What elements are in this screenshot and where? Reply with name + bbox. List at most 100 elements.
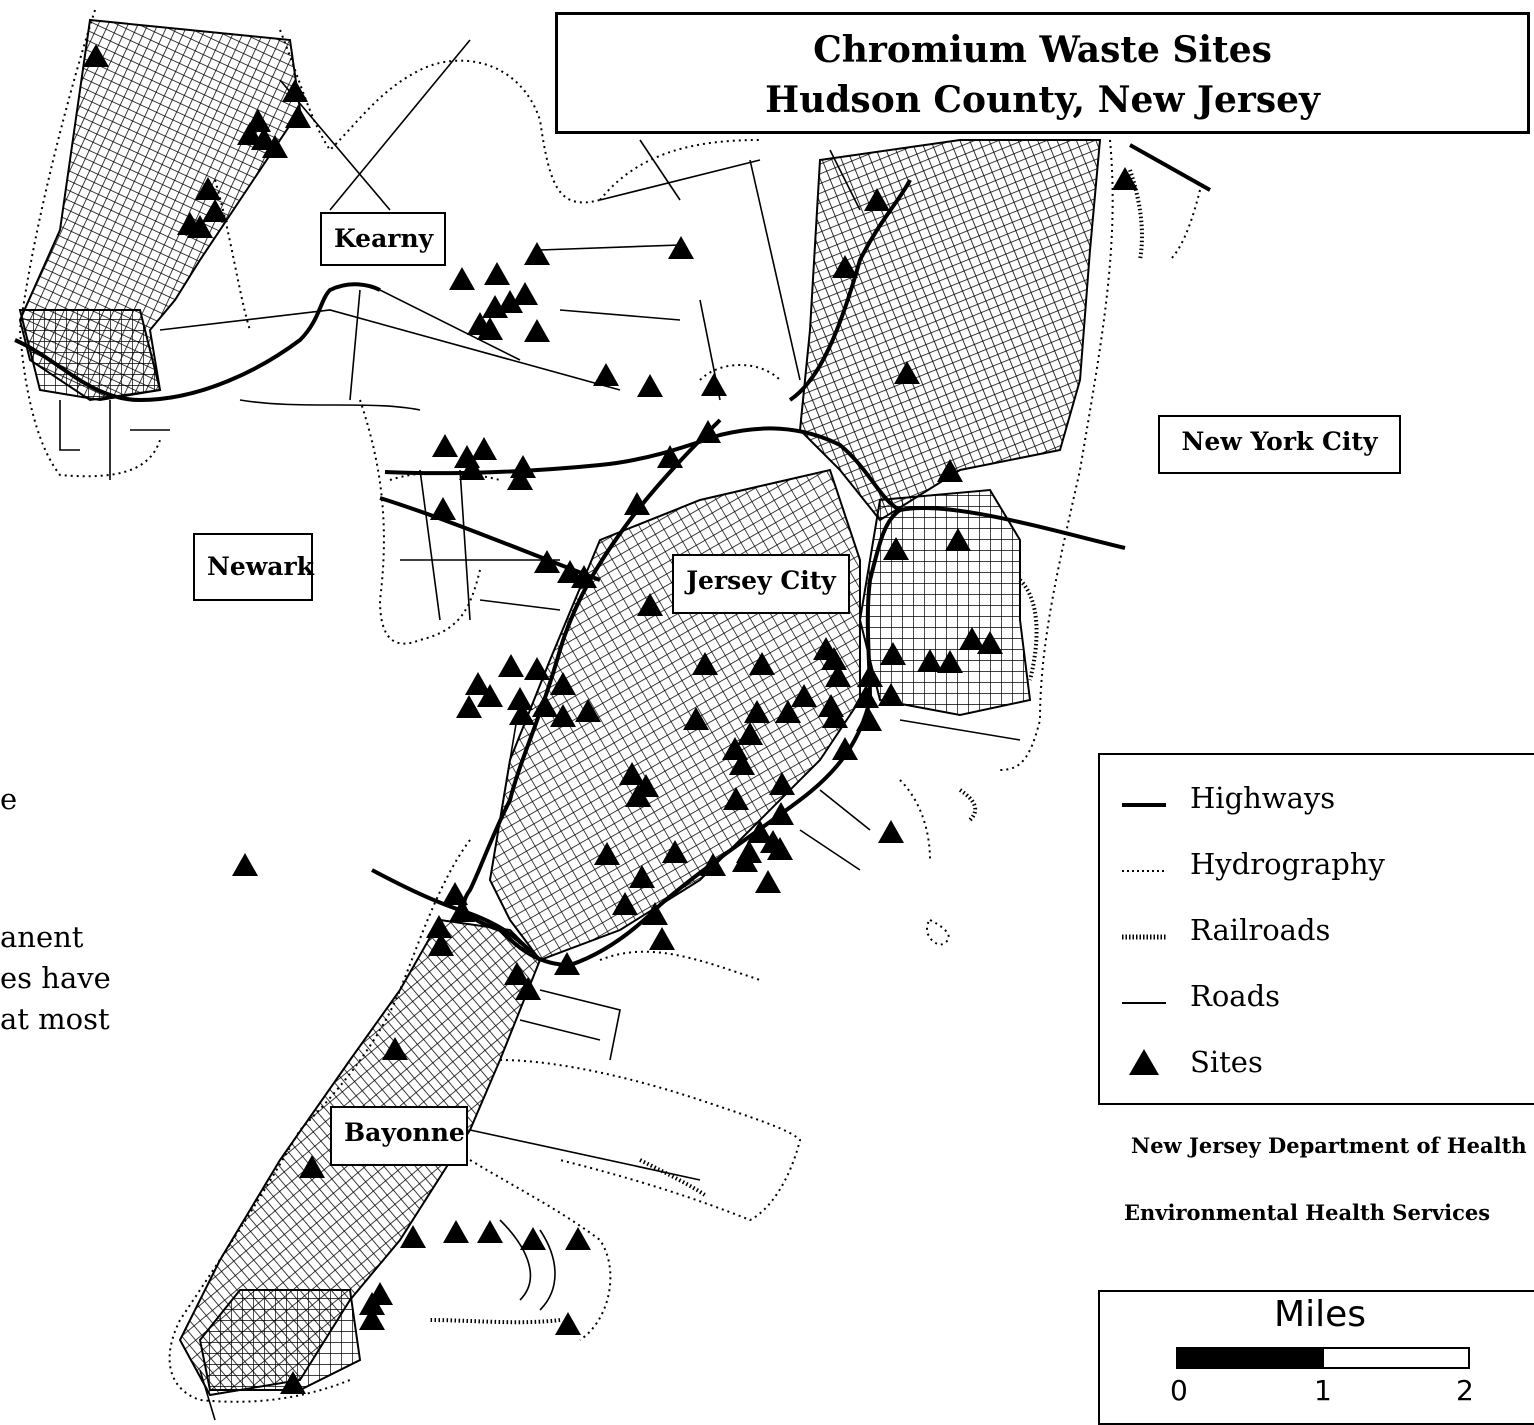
credit-department: New Jersey Department of Health (1131, 1133, 1527, 1158)
site-marker (524, 657, 550, 680)
scale-bar-box: Miles 0 1 2 (1098, 1290, 1534, 1425)
legend-label-hydrography: Hydrography (1190, 847, 1385, 881)
legend-item-sites: Sites (1100, 1043, 1534, 1083)
site-marker (428, 933, 454, 956)
site-marker (649, 927, 675, 950)
site-marker (524, 242, 550, 265)
legend-item-hydrography: Hydrography (1100, 845, 1534, 885)
place-label-kearny: Kearny (320, 212, 446, 266)
site-marker (723, 787, 749, 810)
site-marker (359, 1307, 385, 1330)
site-marker (612, 892, 638, 915)
railroad-line-icon (1122, 934, 1166, 940)
legend-label-sites: Sites (1190, 1045, 1263, 1079)
site-marker (477, 1220, 503, 1243)
railroad-lines (429, 169, 1144, 1325)
map-title-box: Chromium Waste Sites Hudson County, New … (555, 12, 1530, 134)
site-marker (737, 722, 763, 745)
hydrography-line-icon (1122, 870, 1166, 872)
site-marker (700, 853, 726, 876)
site-marker (775, 700, 801, 723)
scale-segment-filled (1176, 1347, 1324, 1369)
highway-line-icon (1122, 803, 1166, 807)
site-marker (856, 708, 882, 731)
site-marker (456, 695, 482, 718)
site-marker (442, 882, 468, 905)
site-marker (642, 902, 668, 925)
site-marker (629, 865, 655, 888)
scale-bar-graphic (1176, 1347, 1470, 1369)
map-legend: Highways Hydrography Railroads Roads Sit… (1098, 753, 1534, 1105)
site-marker (878, 683, 904, 706)
site-marker (497, 290, 523, 313)
site-marker (657, 445, 683, 468)
scale-tick-2: 2 (1456, 1374, 1474, 1407)
site-marker (637, 374, 663, 397)
site-marker (977, 631, 1003, 654)
site-marker (594, 842, 620, 865)
site-marker (550, 672, 576, 695)
site-marker (821, 647, 847, 670)
legend-label-roads: Roads (1190, 979, 1281, 1013)
site-marker (791, 684, 817, 707)
site-marker (692, 652, 718, 675)
road-lines (59, 39, 1021, 1421)
site-marker (755, 870, 781, 893)
site-marker (477, 684, 503, 707)
site-marker (769, 772, 795, 795)
site-marker (504, 962, 530, 985)
site-triangle-icon (1129, 1049, 1159, 1075)
legend-item-highways: Highways (1100, 779, 1534, 819)
site-marker (512, 282, 538, 305)
map-subtitle: Hudson County, New Jersey (765, 79, 1320, 121)
site-marker (449, 267, 475, 290)
place-label-jersey-city: Jersey City (672, 554, 850, 614)
site-marker (534, 550, 560, 573)
place-label-bayonne: Bayonne (330, 1106, 468, 1166)
site-marker (565, 1227, 591, 1250)
place-label-new-york-city: New York City (1158, 415, 1401, 474)
site-marker (1112, 167, 1138, 190)
site-marker (282, 79, 308, 102)
site-marker (624, 492, 650, 515)
site-marker (465, 672, 491, 695)
scale-tick-0: 0 (1170, 1374, 1188, 1407)
site-marker (482, 295, 508, 318)
site-marker (894, 361, 920, 384)
site-marker (937, 459, 963, 482)
site-marker (619, 762, 645, 785)
scale-segment-empty (1322, 1347, 1470, 1369)
site-marker (187, 215, 213, 238)
site-marker (430, 497, 456, 520)
site-marker (195, 177, 221, 200)
site-marker (917, 649, 943, 672)
site-marker (732, 849, 758, 872)
site-marker (449, 899, 475, 922)
site-marker (747, 820, 773, 843)
legend-item-railroads: Railroads (1100, 911, 1534, 951)
site-marker (857, 664, 883, 687)
site-marker (510, 455, 536, 478)
credit-services: Environmental Health Services (1124, 1200, 1491, 1225)
cut-off-text-line-1: e (0, 782, 18, 816)
legend-label-highways: Highways (1190, 781, 1336, 815)
site-marker (83, 44, 109, 67)
site-marker (557, 560, 583, 583)
map-title: Chromium Waste Sites (813, 29, 1272, 71)
site-marker (937, 650, 963, 673)
site-marker (571, 565, 597, 588)
site-marker (880, 642, 906, 665)
site-marker (299, 1155, 325, 1178)
site-marker (280, 1371, 306, 1394)
site-marker (520, 1227, 546, 1250)
road-line-icon (1122, 1002, 1166, 1004)
site-marker (744, 700, 770, 723)
site-marker (555, 1312, 581, 1335)
site-marker (382, 1037, 408, 1060)
site-marker (532, 694, 558, 717)
cut-off-text-line-4: at most (0, 1002, 110, 1036)
site-marker (400, 1225, 426, 1248)
site-marker (853, 685, 879, 708)
site-marker (822, 705, 848, 728)
